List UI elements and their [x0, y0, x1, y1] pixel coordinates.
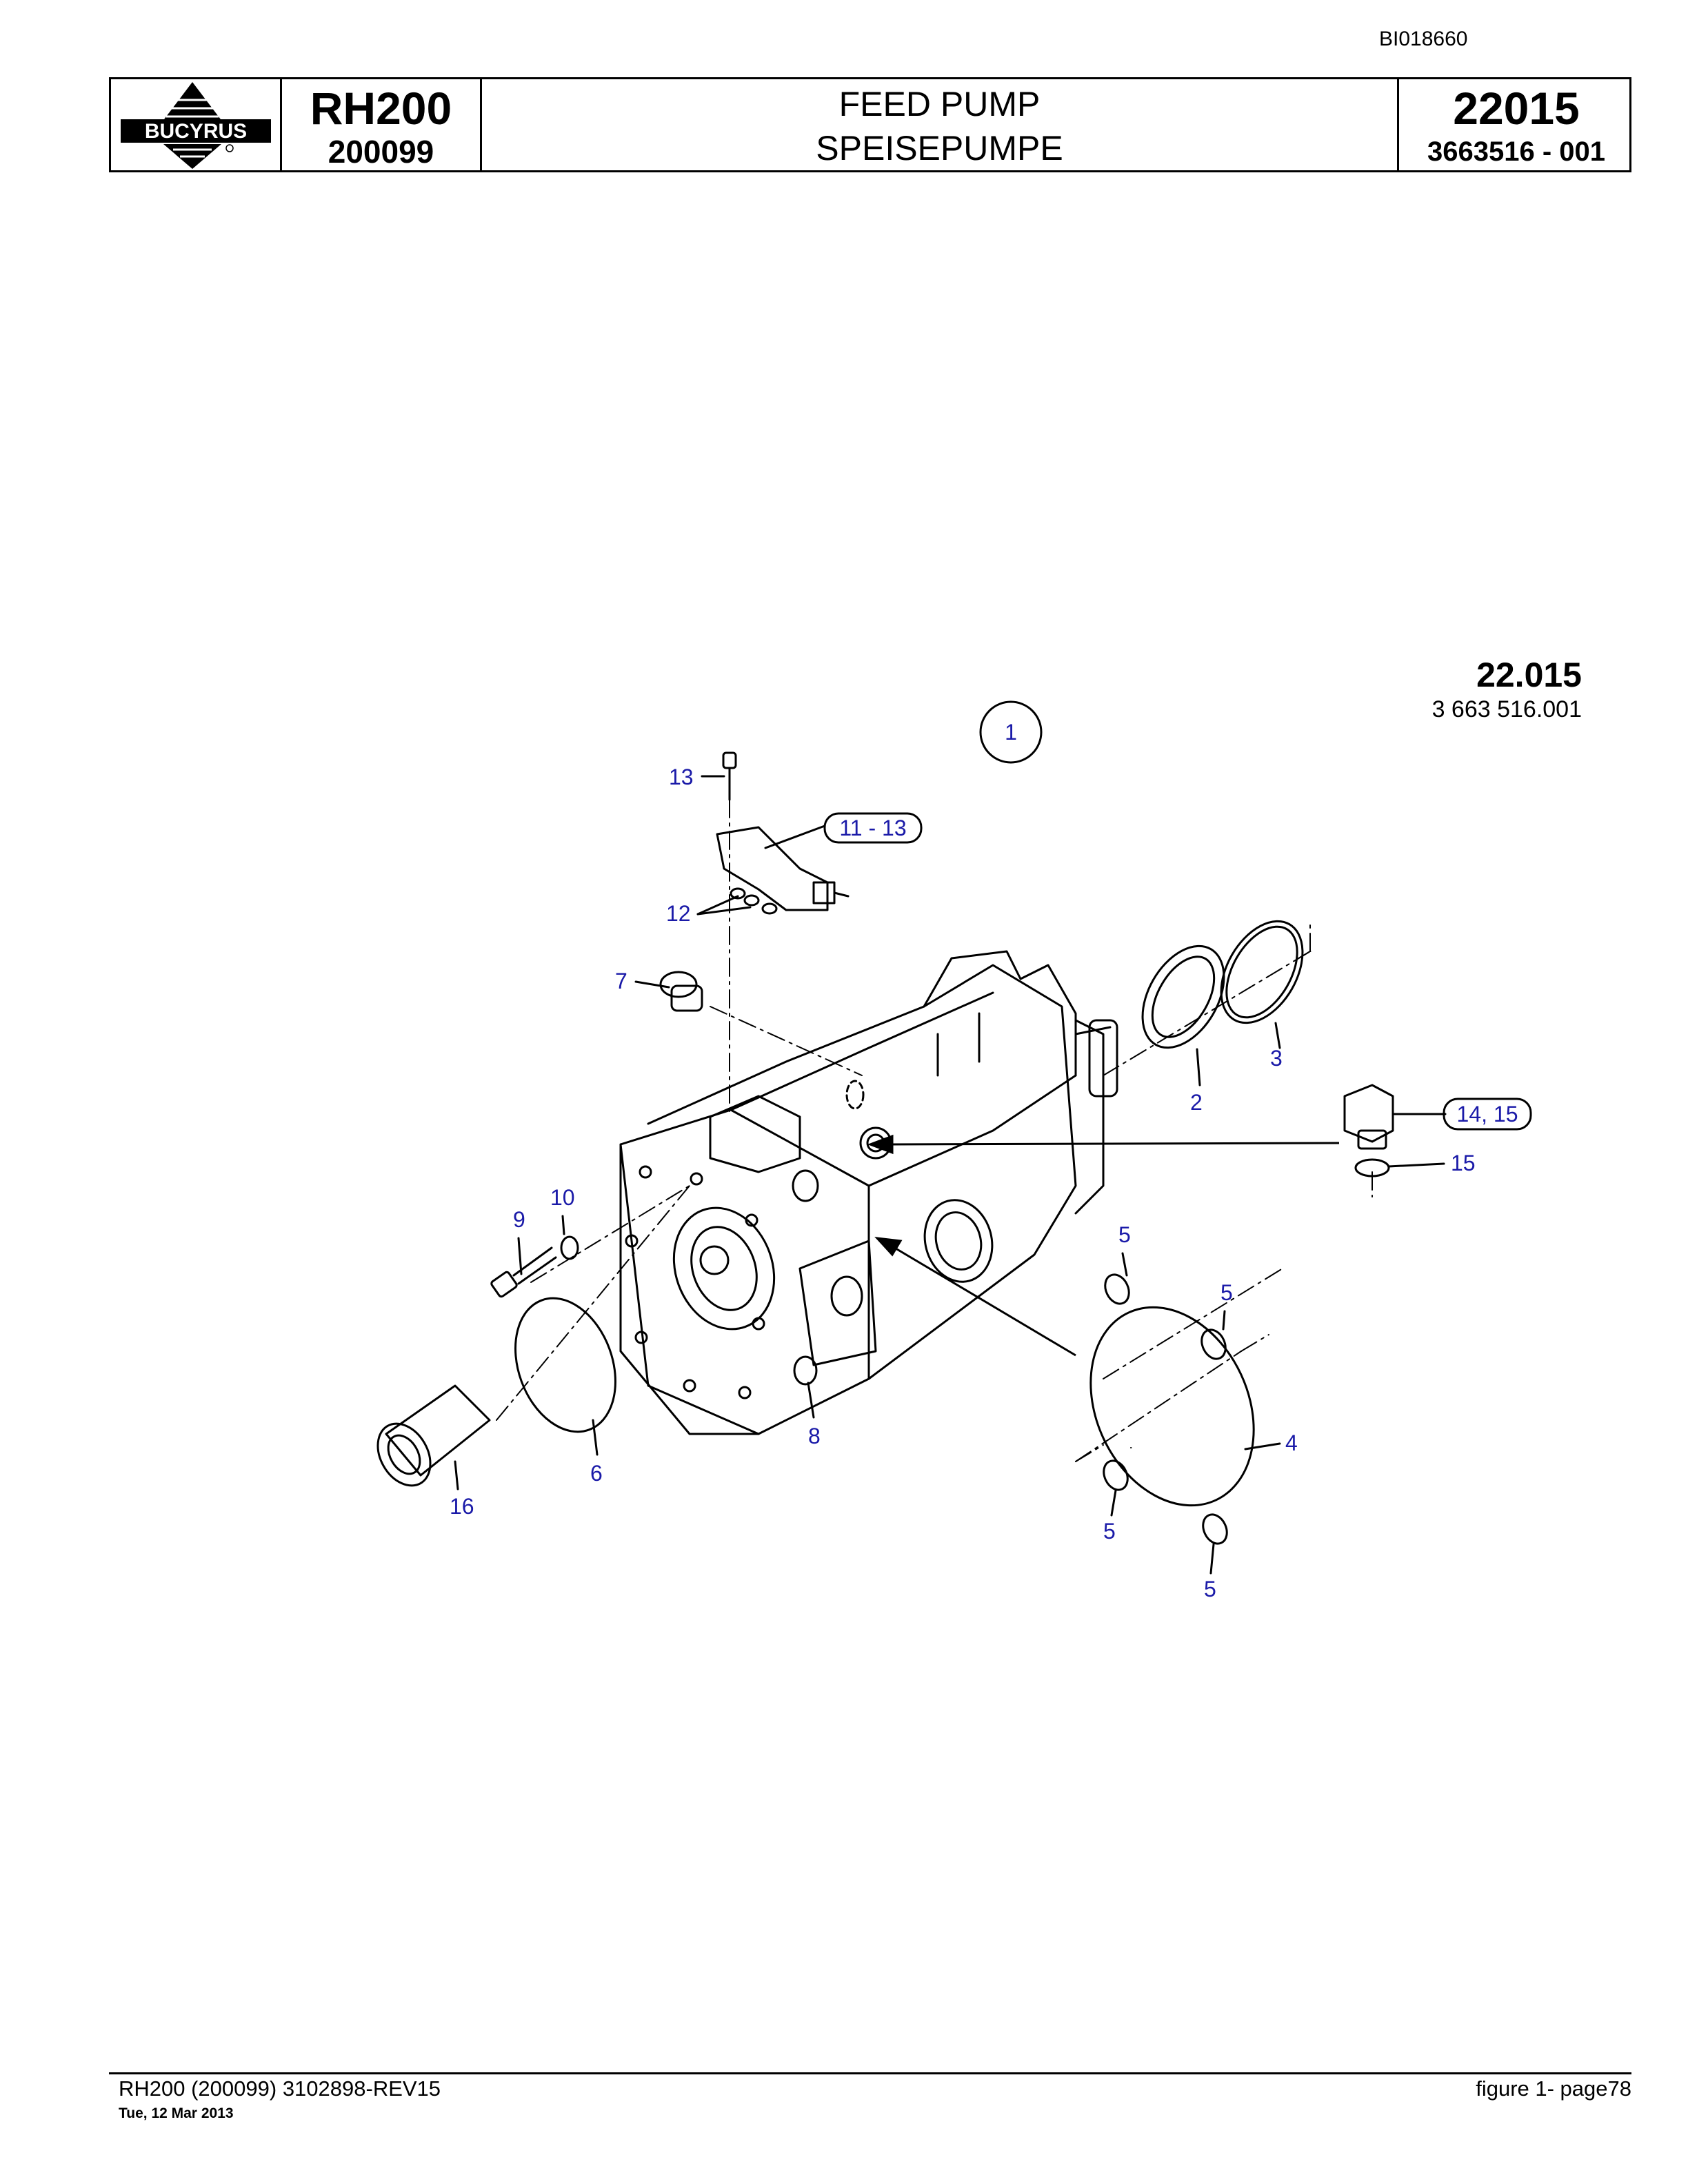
- callout-8: 8: [808, 1424, 821, 1448]
- callout-6: 6: [590, 1461, 603, 1486]
- callout-7: 7: [615, 969, 627, 993]
- model-cell: RH200 200099: [282, 79, 482, 170]
- callout-2: 2: [1190, 1090, 1203, 1115]
- document-id: BI018660: [1379, 28, 1468, 50]
- callout-15: 15: [1451, 1151, 1476, 1175]
- svg-text:BUCYRUS: BUCYRUS: [145, 120, 247, 143]
- drawing-reference: 22.015 3 663 516.001: [1432, 655, 1582, 723]
- footer-document-reference: RH200 (200099) 3102898-REV15: [119, 2076, 441, 2101]
- callout-1: 1: [1005, 720, 1017, 745]
- title-block: BUCYRUS RH200 200099 FEED PUMP SPEISEPUM…: [109, 77, 1631, 172]
- group-cell: 22015 3663516 - 001: [1399, 79, 1634, 170]
- footer-date: Tue, 12 Mar 2013: [119, 2105, 234, 2121]
- bucyrus-logo: BUCYRUS: [121, 82, 271, 169]
- title-cell: FEED PUMP SPEISEPUMPE: [482, 79, 1399, 170]
- title-german: SPEISEPUMPE: [816, 129, 1063, 168]
- callout-5: 5: [1103, 1519, 1116, 1544]
- callout-10: 10: [550, 1185, 575, 1210]
- footer-page: figure 1- page78: [1476, 2076, 1631, 2101]
- callout-16: 16: [450, 1494, 474, 1519]
- title-english: FEED PUMP: [838, 85, 1041, 123]
- callout-5: 5: [1220, 1280, 1233, 1305]
- callout-11-13: 11 - 13: [839, 816, 906, 840]
- serial-number: 200099: [328, 134, 434, 170]
- callout-12: 12: [666, 901, 691, 926]
- callout-9: 9: [513, 1207, 525, 1232]
- callout-5: 5: [1118, 1222, 1131, 1247]
- callout-13: 13: [669, 765, 694, 789]
- group-number: 22015: [1453, 83, 1580, 134]
- drawing-ref-number: 3 663 516.001: [1431, 696, 1582, 722]
- logo-cell: BUCYRUS: [111, 79, 282, 170]
- callout-14-15: 14, 15: [1457, 1102, 1518, 1126]
- model-name: RH200: [310, 83, 452, 134]
- callout-4: 4: [1285, 1430, 1298, 1455]
- footer-rule: [109, 2072, 1631, 2074]
- callout-5: 5: [1204, 1577, 1216, 1601]
- drawing-ref-title: 22.015: [1476, 656, 1582, 694]
- callout-3: 3: [1270, 1046, 1283, 1071]
- part-number: 3663516 - 001: [1427, 136, 1605, 167]
